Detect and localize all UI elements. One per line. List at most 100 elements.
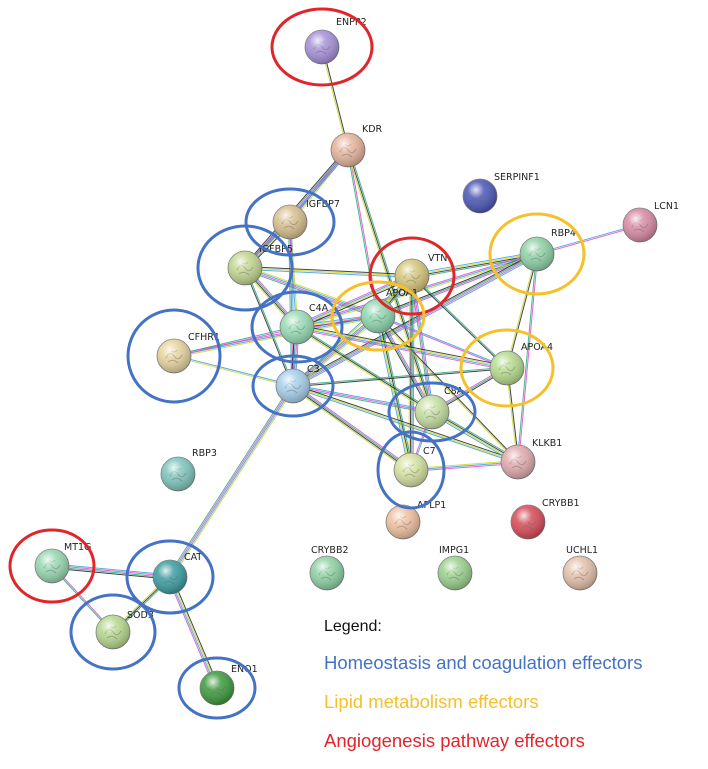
legend-title: Legend: bbox=[324, 618, 382, 635]
node-eno1[interactable]: ENO1 bbox=[199, 664, 258, 706]
edge-C4A-C8A bbox=[295, 325, 434, 414]
node-label: C3 bbox=[307, 364, 320, 375]
edge-strand bbox=[379, 315, 414, 470]
edge-APOA1-KLKB1 bbox=[377, 315, 519, 463]
node-label: C4A bbox=[309, 303, 329, 314]
node-highlight bbox=[228, 251, 262, 285]
edge-strand bbox=[348, 149, 434, 412]
edge-strand bbox=[295, 327, 432, 414]
node-klkb1[interactable]: KLKB1 bbox=[500, 438, 562, 480]
group-ring-apoa4 bbox=[459, 328, 555, 408]
node-highlight bbox=[386, 505, 420, 539]
node-serpinf1[interactable]: SERPINF1 bbox=[462, 172, 540, 214]
edge-RBP4-APOA4 bbox=[505, 253, 539, 369]
edge-strand bbox=[377, 316, 507, 370]
node-aplp1[interactable]: APLP1 bbox=[385, 500, 446, 540]
node-label: MT1G bbox=[64, 542, 91, 553]
edge-strand bbox=[378, 315, 434, 412]
edge-strand bbox=[52, 563, 171, 576]
edge-strand bbox=[296, 327, 507, 370]
group-ring-sod3 bbox=[69, 593, 157, 671]
group-ring-c3 bbox=[251, 354, 335, 418]
node-kdr[interactable]: KDR bbox=[330, 124, 383, 168]
edge-strand bbox=[537, 225, 641, 256]
node-c4a[interactable]: C4A bbox=[279, 303, 329, 345]
edge-strand bbox=[171, 575, 220, 688]
node-vtn[interactable]: VTN bbox=[394, 253, 447, 294]
node-lcn1[interactable]: LCN1 bbox=[622, 201, 679, 243]
edge-strand bbox=[170, 576, 219, 688]
group-ring-vtn bbox=[368, 236, 456, 316]
edge-strand bbox=[410, 461, 519, 471]
node-highlight bbox=[200, 671, 234, 705]
edge-strand bbox=[378, 315, 519, 462]
edge-strand bbox=[174, 327, 298, 358]
node-label: CAT bbox=[184, 552, 202, 563]
group-ring-cfhr1 bbox=[126, 308, 222, 404]
edge-strand bbox=[376, 316, 432, 413]
edge-strand bbox=[243, 268, 293, 387]
node-crybb2[interactable]: CRYBB2 bbox=[309, 545, 349, 591]
node-sod3[interactable]: SOD3 bbox=[95, 610, 154, 650]
edge-strand bbox=[297, 325, 434, 412]
node-cat[interactable]: CAT bbox=[152, 552, 202, 595]
node-label: IMPG1 bbox=[439, 545, 469, 556]
node-highlight bbox=[305, 30, 339, 64]
edge-strand bbox=[245, 266, 413, 276]
edge-APOA1-C8A bbox=[376, 315, 434, 413]
group-ring-c4a bbox=[250, 290, 344, 364]
edge-IGFBP5-C3 bbox=[243, 267, 295, 387]
node-highlight bbox=[96, 615, 130, 649]
node-label: APLP1 bbox=[417, 500, 446, 511]
node-label: IGFBP7 bbox=[306, 199, 340, 210]
node-uchl1[interactable]: UCHL1 bbox=[562, 545, 598, 591]
node-label: CFHR1 bbox=[188, 332, 220, 343]
node-label: RBP3 bbox=[192, 448, 217, 459]
edge-strand bbox=[377, 315, 433, 413]
node-label: SOD3 bbox=[127, 610, 154, 621]
node-c8a[interactable]: C8A bbox=[414, 386, 464, 430]
edge-strand bbox=[516, 253, 537, 462]
edge-C4A-APOA4 bbox=[296, 324, 508, 371]
node-c7[interactable]: C7 bbox=[393, 446, 436, 488]
edge-strand bbox=[377, 316, 518, 463]
edge-C3-APOA4 bbox=[292, 366, 508, 388]
edge-strand bbox=[291, 387, 411, 473]
group-ring-cat bbox=[125, 539, 215, 615]
edge-ENPP2-KDR bbox=[320, 46, 350, 151]
edge-strand bbox=[377, 252, 537, 316]
edge-strand bbox=[292, 386, 411, 471]
edge-strand bbox=[292, 386, 432, 414]
edge-strand bbox=[536, 223, 640, 254]
edge-strand bbox=[51, 566, 170, 579]
legend: Legend: Homeostasis and coagulation effe… bbox=[324, 618, 642, 769]
edge-CAT-ENO1 bbox=[167, 575, 220, 690]
edge-strand bbox=[378, 314, 508, 368]
node-impg1[interactable]: IMPG1 bbox=[437, 545, 473, 591]
node-label: SERPINF1 bbox=[494, 172, 540, 183]
edge-strand bbox=[293, 385, 412, 470]
edge-IGFBP5-VTN bbox=[244, 266, 413, 278]
node-igfbp5[interactable]: IGFBP5 bbox=[227, 244, 293, 286]
edge-C3-C7 bbox=[291, 383, 413, 473]
edge-strand bbox=[174, 354, 294, 386]
node-igfbp7[interactable]: IGFBP7 bbox=[272, 199, 340, 240]
edge-strand bbox=[293, 384, 433, 412]
node-apoa4[interactable]: APOA4 bbox=[489, 342, 553, 386]
node-highlight bbox=[395, 259, 429, 293]
edge-C3-CFHR1 bbox=[173, 354, 294, 388]
node-enpp2[interactable]: ENPP2 bbox=[304, 17, 367, 65]
edge-strand bbox=[245, 265, 379, 315]
node-cfhr1[interactable]: CFHR1 bbox=[156, 332, 220, 374]
node-rbp4[interactable]: RBP4 bbox=[519, 228, 576, 272]
node-crybb1[interactable]: CRYBB1 bbox=[510, 498, 580, 540]
node-rbp3[interactable]: RBP3 bbox=[160, 448, 217, 492]
node-label: UCHL1 bbox=[566, 545, 598, 556]
node-c3[interactable]: C3 bbox=[275, 364, 320, 404]
edge-MT1G-CAT bbox=[51, 563, 171, 580]
edge-strand bbox=[173, 356, 293, 388]
node-highlight bbox=[463, 179, 497, 213]
node-mt1g[interactable]: MT1G bbox=[34, 542, 91, 584]
edge-strand bbox=[322, 46, 350, 150]
